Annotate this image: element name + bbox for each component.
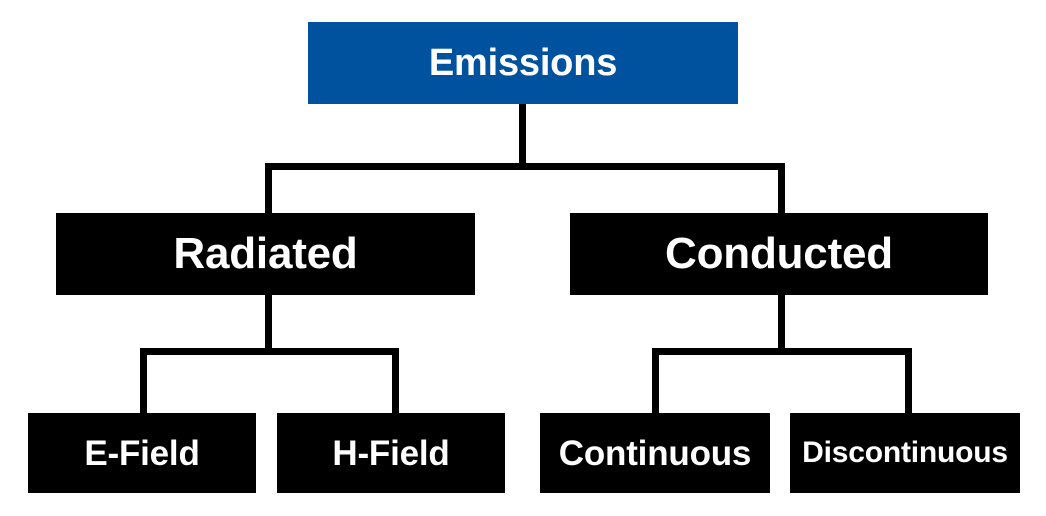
edge-emissions-branch-bar [265, 163, 785, 170]
node-conducted: Conducted [570, 213, 988, 295]
node-discontinuous-label: Discontinuous [802, 436, 1008, 469]
node-e-field-label: E-Field [84, 433, 200, 473]
node-emissions-label: Emissions [428, 42, 618, 84]
edge-radiated-to-e-field [140, 348, 147, 420]
node-e-field: E-Field [28, 413, 256, 493]
node-continuous: Continuous [540, 413, 770, 493]
node-h-field-label: H-Field [332, 433, 450, 473]
edge-radiated-branch-bar [140, 348, 399, 355]
edge-conducted-stem [778, 295, 785, 355]
node-radiated-label: Radiated [173, 229, 358, 278]
node-h-field: H-Field [277, 413, 505, 493]
node-continuous-label: Continuous [558, 433, 752, 473]
edge-conducted-to-discontinuous [905, 348, 912, 420]
edge-radiated-stem [265, 295, 272, 355]
edge-emissions-stem [519, 104, 526, 170]
node-radiated: Radiated [56, 213, 475, 295]
node-emissions: Emissions [308, 22, 738, 104]
edge-emissions-to-radiated [265, 163, 272, 220]
edge-conducted-to-continuous [652, 348, 659, 420]
edge-emissions-to-conducted [778, 163, 785, 220]
edge-conducted-branch-bar [652, 348, 912, 355]
node-discontinuous: Discontinuous [790, 413, 1020, 493]
node-conducted-label: Conducted [665, 229, 893, 278]
edge-radiated-to-h-field [392, 348, 399, 420]
